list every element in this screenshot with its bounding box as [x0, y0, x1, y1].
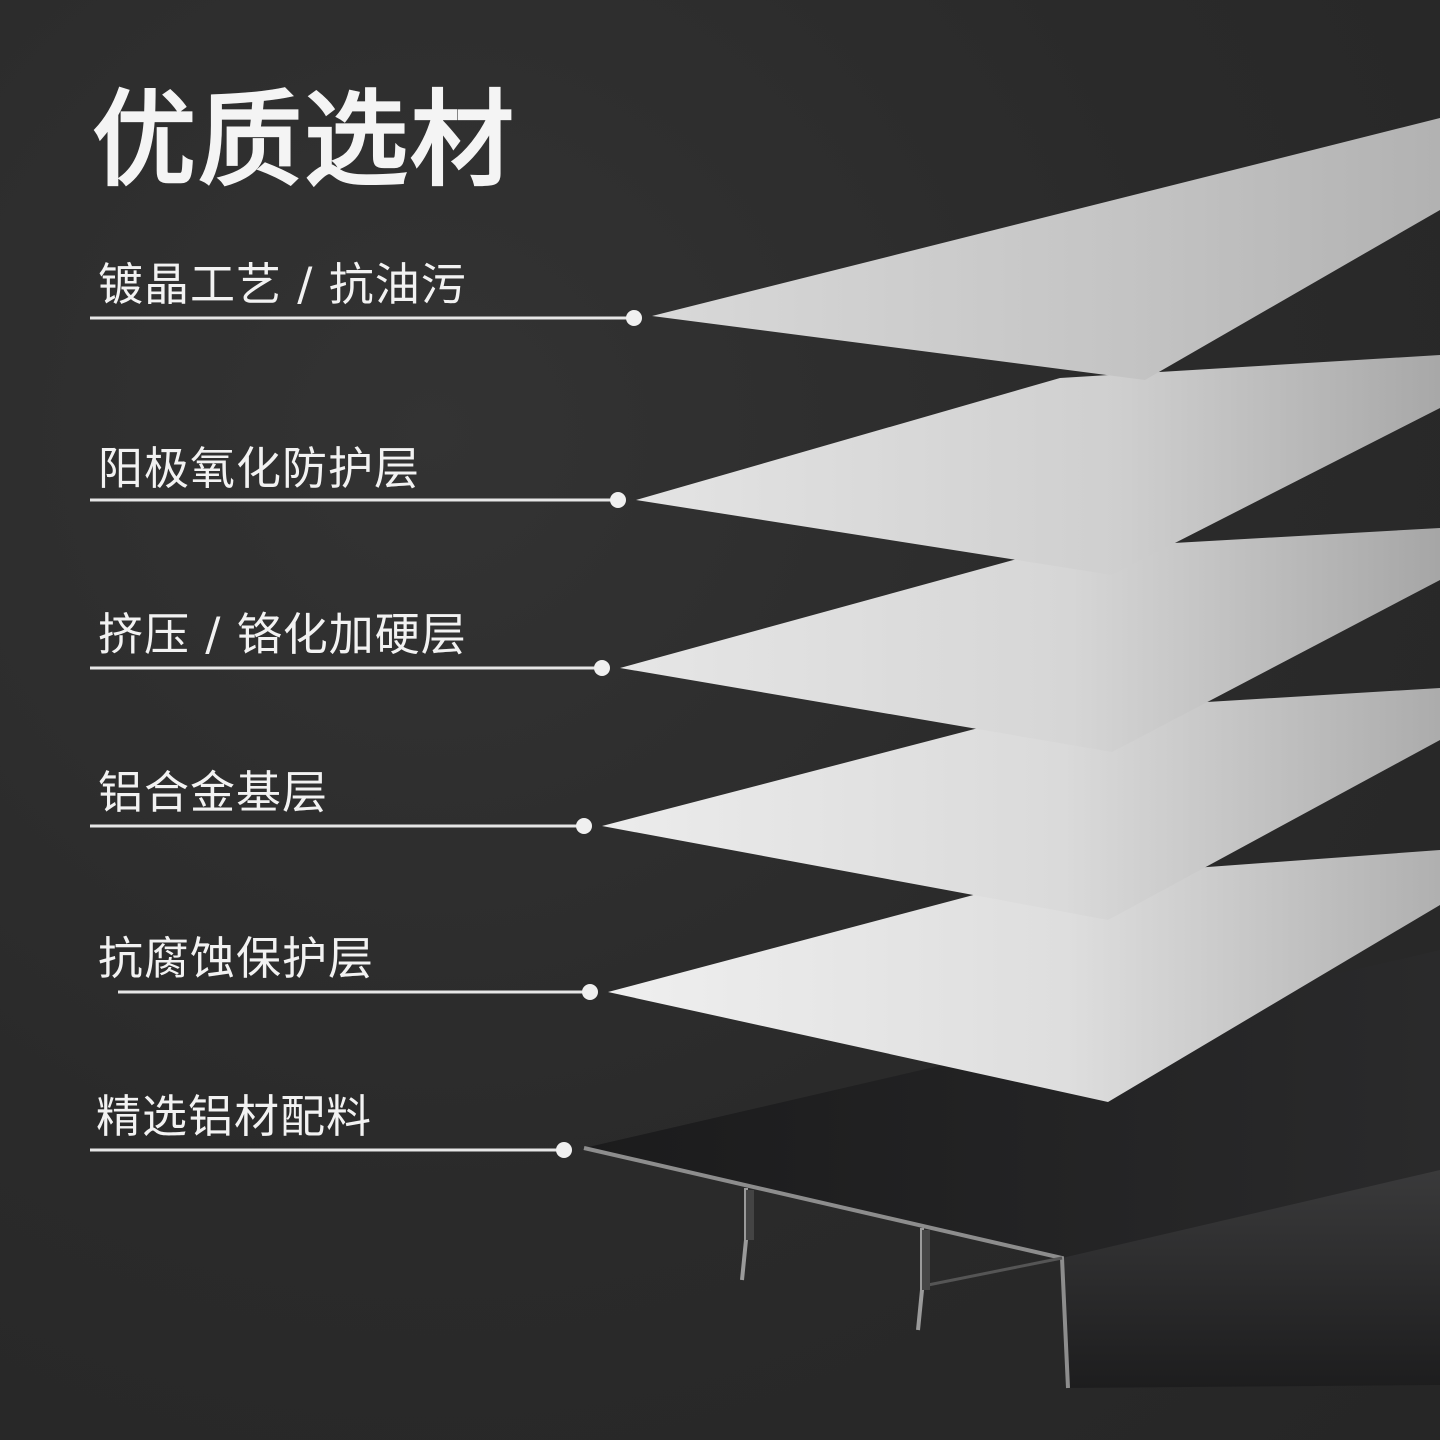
layer-label-chrome-hardened: 挤压 / 铬化加硬层 [98, 608, 467, 661]
layer-label-crystal-coating: 镀晶工艺 / 抗油污 [98, 258, 467, 311]
sheet-chrome-hardened [620, 528, 1440, 752]
leader-line-3 [90, 660, 610, 676]
page-title: 优质选材 [92, 79, 517, 201]
sheet-anodized [636, 355, 1440, 575]
layer-label-anodized: 阳极氧化防护层 [98, 442, 421, 495]
leader-line-4 [90, 818, 592, 834]
layer-label-alloy-base: 铝合金基层 [98, 766, 329, 819]
leader-line-5 [118, 984, 598, 1000]
leader-line-2 [90, 492, 626, 508]
leader-line-6 [90, 1142, 572, 1158]
sheet-anti-corrosion [608, 850, 1440, 1102]
sheet-alloy-base [602, 688, 1440, 920]
layer-label-aluminium-material: 精选铝材配料 [96, 1090, 373, 1143]
leader-line-1 [90, 310, 642, 326]
sheet-crystal-coating [652, 118, 1440, 380]
layer-label-anti-corrosion: 抗腐蚀保护层 [98, 932, 375, 985]
